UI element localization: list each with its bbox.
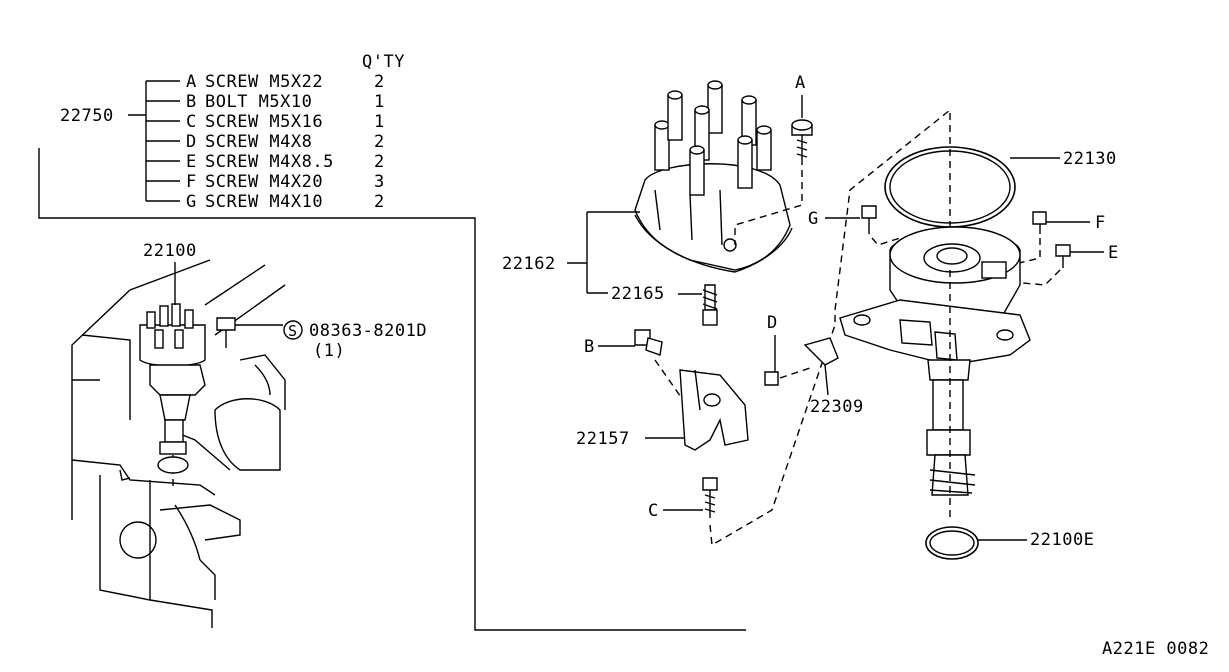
bracket-22309 — [803, 337, 839, 396]
kit-desc: SCREW M5X16 — [205, 112, 323, 132]
label-22100: 22100 — [143, 241, 197, 261]
distributor-housing — [839, 226, 1031, 520]
screw-d: D — [764, 313, 811, 386]
bolt-b: B — [584, 329, 691, 411]
carbon-point — [702, 284, 718, 326]
kit-letter: E — [186, 152, 197, 172]
symbol-s-circle — [283, 320, 303, 340]
kit-qty: 1 — [374, 92, 385, 112]
kit-letter: D — [186, 132, 197, 152]
kit-desc: SCREW M4X10 — [205, 192, 323, 212]
kit-item-e: E SCREW M4X8.5 2 — [186, 152, 385, 172]
distributor-cap — [634, 80, 793, 273]
kit-qty: 2 — [374, 132, 385, 152]
kit-desc: SCREW M5X22 — [205, 72, 323, 92]
kit-qty: 3 — [374, 172, 385, 192]
kit-item-g: G SCREW M4X10 2 — [186, 192, 385, 212]
kit-number: 22750 — [60, 106, 114, 126]
callout-g: G — [808, 209, 819, 229]
kit-desc: SCREW M4X20 — [205, 172, 323, 192]
label-22130: 22130 — [1063, 149, 1117, 169]
kit-item-b: B BOLT M5X10 1 — [186, 92, 385, 112]
kit-letter: G — [186, 192, 197, 212]
kit-desc: SCREW M4X8 — [205, 132, 312, 152]
label-screw-ref: 08363-8201D — [309, 321, 427, 341]
o-ring-22100e — [925, 526, 979, 560]
callout-a: A — [795, 73, 806, 93]
kit-desc: SCREW M4X8.5 — [205, 152, 334, 172]
screw-f: F — [989, 211, 1106, 271]
screw-a: A — [734, 73, 813, 245]
kit-letter: A — [186, 72, 197, 92]
kit-qty: 2 — [374, 72, 385, 92]
rotor — [679, 369, 749, 451]
kit-item-d: D SCREW M4X8 2 — [186, 132, 385, 152]
kit-qty: 2 — [374, 152, 385, 172]
kit-item-a: A SCREW M5X22 2 — [186, 72, 385, 92]
kit-qty: 1 — [374, 112, 385, 132]
kit-letter: F — [186, 172, 197, 192]
kit-desc: BOLT M5X10 — [205, 92, 312, 112]
label-22157: 22157 — [576, 429, 630, 449]
screw-c: C — [648, 477, 718, 521]
label-22165: 22165 — [611, 284, 665, 304]
callout-b: B — [584, 337, 595, 357]
kit-item-f: F SCREW M4X20 3 — [186, 172, 385, 192]
diagram-code: A221E 0082 — [1102, 639, 1209, 659]
kit-qty: 2 — [374, 192, 385, 212]
cap-bracket — [567, 211, 640, 294]
callout-d: D — [767, 313, 778, 333]
assembly-path — [709, 108, 951, 547]
label-screw-qty: (1) — [313, 341, 345, 361]
screw-g: G — [808, 205, 901, 246]
label-22100e: 22100E — [1030, 530, 1094, 550]
callout-c: C — [648, 501, 659, 521]
symbol-s: S — [288, 322, 297, 340]
screw-e: E — [989, 243, 1119, 286]
frame-lines — [38, 148, 746, 631]
callout-e: E — [1108, 243, 1119, 263]
qty-header: Q'TY — [362, 52, 405, 72]
label-22162: 22162 — [502, 254, 556, 274]
kit-letter: B — [186, 92, 197, 112]
kit-bracket — [128, 80, 180, 202]
engine-illustration — [71, 259, 286, 628]
kit-item-c: C SCREW M5X16 1 — [186, 112, 385, 132]
label-22309: 22309 — [810, 397, 864, 417]
kit-letter: C — [186, 112, 197, 132]
callout-f: F — [1095, 213, 1106, 233]
